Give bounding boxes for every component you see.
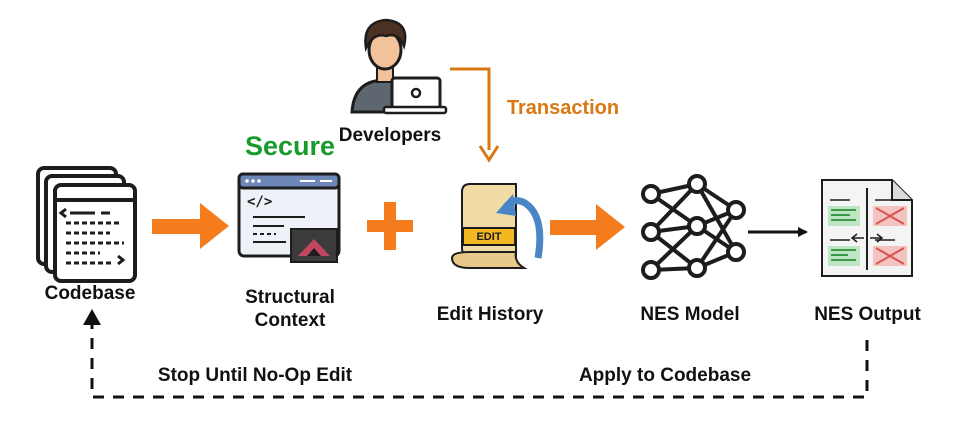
plus-sign	[367, 202, 413, 250]
code-tag-text: </>	[247, 194, 273, 210]
codebase-icon	[36, 166, 137, 283]
apply-edge-label: Apply to Codebase	[578, 365, 752, 386]
transaction-arrow	[450, 67, 500, 163]
diff-document-icon	[821, 179, 913, 277]
code-window-icon	[237, 172, 341, 263]
nes-output-label: NES Output	[814, 304, 921, 325]
transaction-label: Transaction	[506, 97, 620, 119]
neural-network-icon	[641, 174, 746, 280]
nes-model-label: NES Model	[640, 304, 740, 325]
arrow-codebase-to-context	[152, 203, 229, 249]
stop-edge-label: Stop Until No-Op Edit	[157, 365, 353, 386]
edit-tag-text: EDIT	[476, 231, 502, 243]
codebase-label: Codebase	[44, 283, 136, 304]
arrow-history-to-model	[550, 204, 625, 250]
developer-icon	[350, 18, 448, 115]
developers-label: Developers	[338, 125, 442, 146]
edit-history-label: Edit History	[436, 304, 544, 325]
structural-context-label-line2: Context	[254, 310, 326, 331]
feedback-arrowhead	[83, 309, 101, 325]
edit-scroll-icon	[450, 183, 544, 269]
secure-label: Secure	[244, 131, 336, 161]
structural-context-label-line1: Structural	[245, 287, 335, 308]
feedback-loop	[90, 320, 869, 399]
